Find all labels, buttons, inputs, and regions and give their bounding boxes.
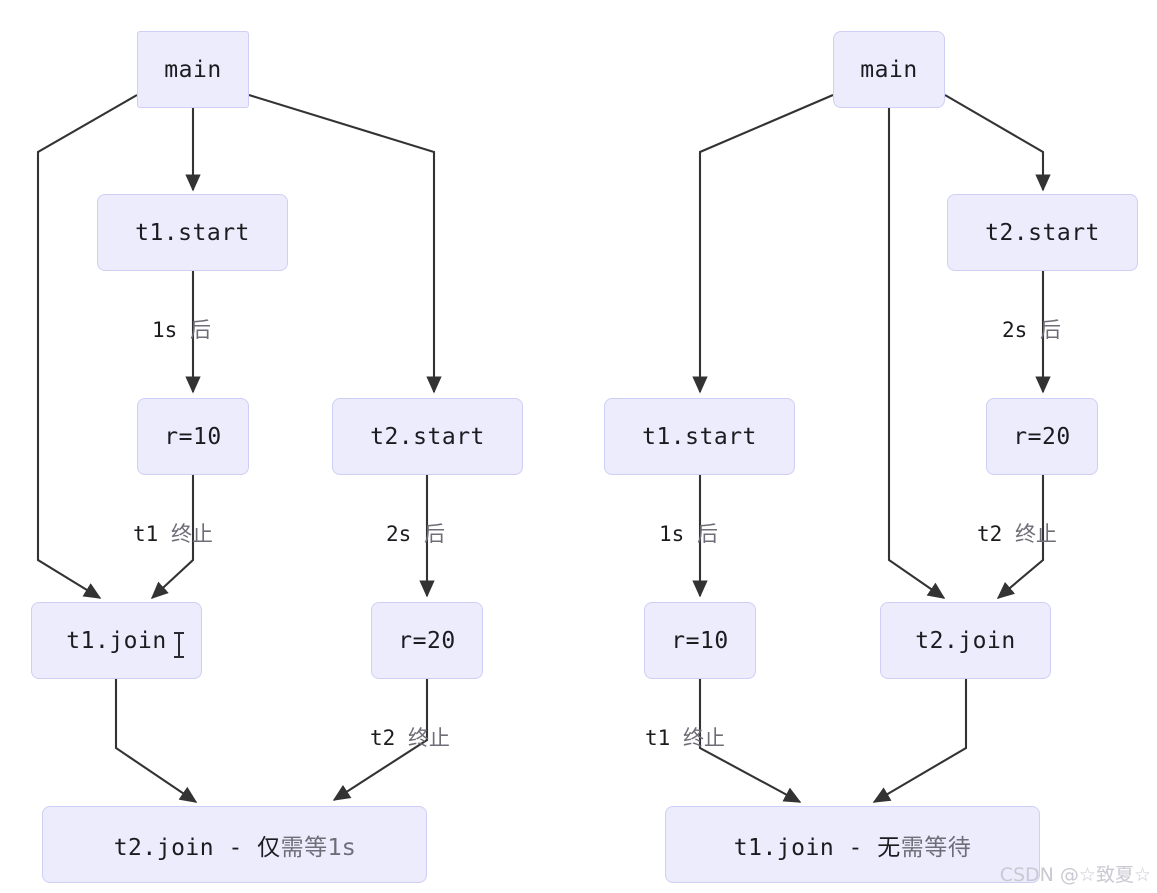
cjk-text: 终止 (1014, 522, 1057, 546)
edge-label: 1s 后 (659, 522, 718, 546)
node-label: t1.join - 无需等待 (733, 834, 972, 861)
node-r-r20[interactable]: r=20 (986, 398, 1098, 475)
node-label: t2.join - 仅需等1s (113, 834, 356, 861)
node-l-t1join[interactable]: t1.join (31, 602, 202, 679)
cjk-text: 终止 (407, 726, 450, 750)
node-label: r=10 (671, 627, 729, 654)
edge-label: t2 终止 (370, 726, 450, 750)
cjk-text: 终止 (682, 726, 725, 750)
node-label: t1.join (66, 627, 167, 654)
node-label: t1.start (642, 423, 757, 450)
node-l-main[interactable]: main (137, 31, 249, 108)
node-r-r10[interactable]: r=10 (644, 602, 756, 679)
cjk-text: 后 (1039, 318, 1061, 342)
node-l-r10[interactable]: r=10 (137, 398, 249, 475)
node-l-t1start[interactable]: t1.start (97, 194, 288, 271)
node-r-t1start[interactable]: t1.start (604, 398, 795, 475)
cjk-text: 终止 (170, 522, 213, 546)
node-label: t2.join (915, 627, 1016, 654)
cjk-text: 需等1s (280, 834, 356, 861)
node-label: r=10 (164, 423, 222, 450)
node-label: t1.start (135, 219, 250, 246)
cjk-text: 后 (696, 522, 718, 546)
edge-r-main-to-t2start (944, 94, 1051, 192)
edge-r-t2join-to-final (872, 679, 968, 803)
node-label: main (164, 56, 222, 83)
edge-label: t1 终止 (133, 522, 213, 546)
node-l-r20[interactable]: r=20 (371, 602, 483, 679)
text-cursor-caret (174, 632, 184, 658)
node-r-final[interactable]: t1.join - 无需等待 (665, 806, 1040, 883)
edge-r-main-to-t2join (887, 108, 946, 599)
node-l-t2start[interactable]: t2.start (332, 398, 523, 475)
edge-label: 2s 后 (386, 522, 445, 546)
edge-l-main-to-t1join (36, 94, 138, 599)
csdn-watermark: CSDN @☆致夏☆ (999, 864, 1151, 886)
node-label: r=20 (398, 627, 456, 654)
cjk-text: 后 (423, 522, 445, 546)
edge-label: t1 终止 (645, 726, 725, 750)
cjk-text: 需等待 (900, 834, 972, 861)
cjk-text: 后 (189, 318, 211, 342)
node-r-t2start[interactable]: t2.start (947, 194, 1138, 271)
edge-l-t1join-to-final (114, 679, 198, 803)
node-label: t2.start (370, 423, 485, 450)
edge-r-main-to-t1start (692, 94, 834, 394)
edge-label: 1s 后 (152, 318, 211, 342)
node-r-main[interactable]: main (833, 31, 945, 108)
node-r-t2join[interactable]: t2.join (880, 602, 1051, 679)
edge-label: 2s 后 (1002, 318, 1061, 342)
node-l-final[interactable]: t2.join - 仅需等1s (42, 806, 427, 883)
node-label: t2.start (985, 219, 1100, 246)
node-label: r=20 (1013, 423, 1071, 450)
edge-label: t2 终止 (977, 522, 1057, 546)
node-label: main (860, 56, 918, 83)
